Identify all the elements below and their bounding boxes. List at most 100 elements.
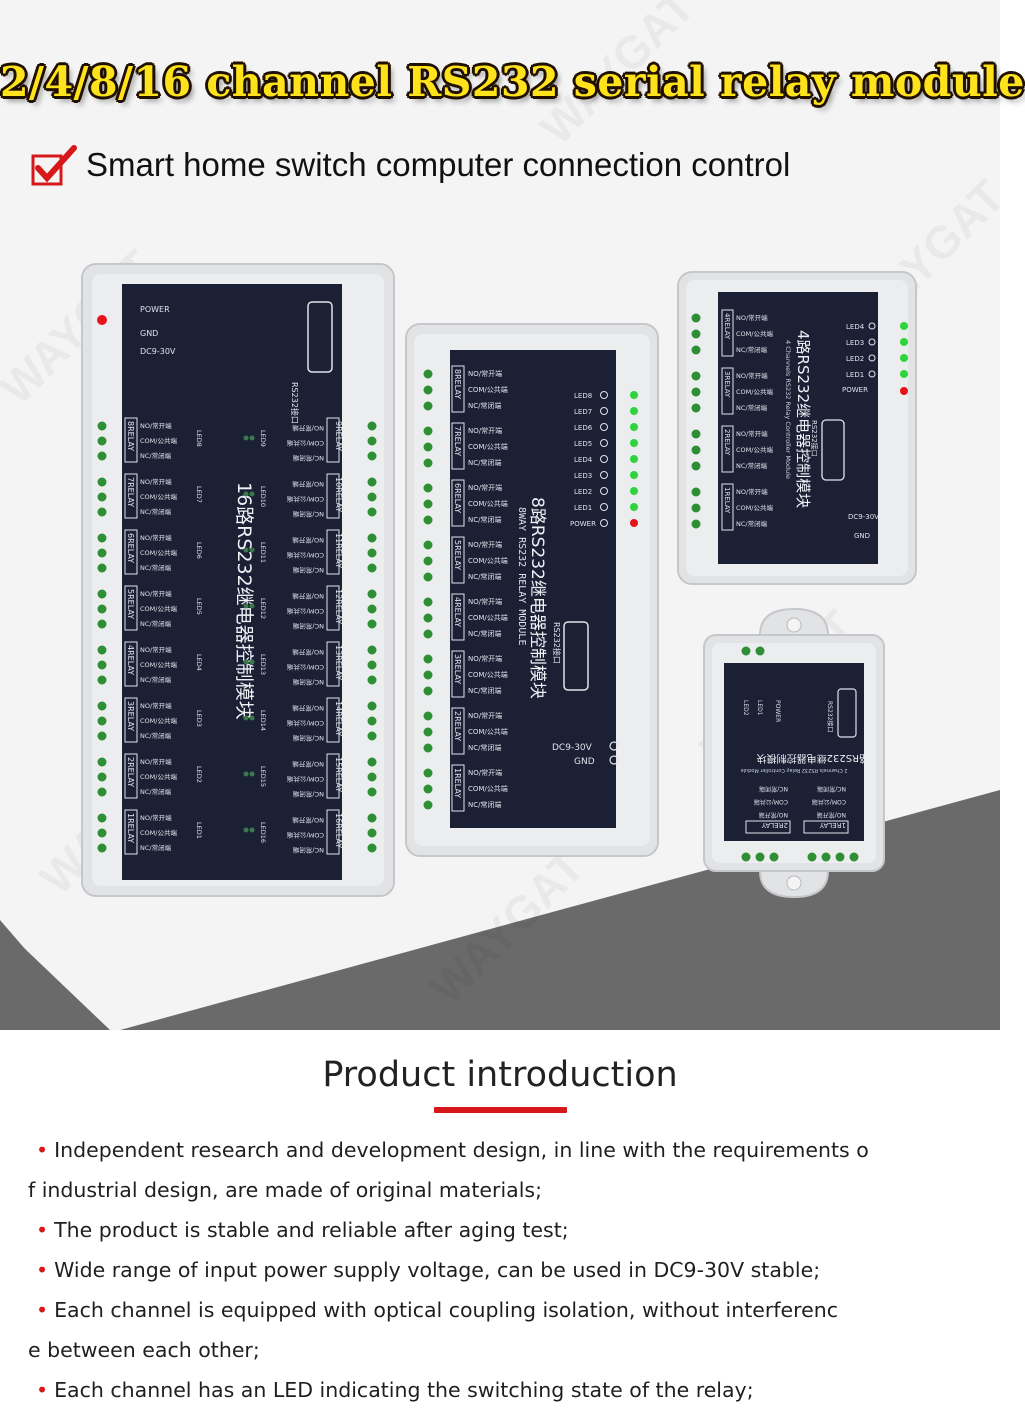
status-led [630, 423, 638, 431]
terminal-label: NC/常闭端 [292, 622, 324, 631]
relay-label: 9RELAY [334, 421, 343, 451]
terminal-label: NC/常闭端 [140, 451, 172, 460]
screw-terminal [97, 492, 107, 502]
led-label: LED2 [574, 488, 592, 496]
relay-label: 2RELAY [126, 757, 135, 787]
relay-box [124, 529, 138, 575]
screw-terminal [423, 442, 433, 452]
bullet-icon: • [36, 1258, 49, 1282]
terminal-label: NO/常开端 [292, 760, 324, 769]
relay-led [243, 547, 249, 553]
led-label: LED1 [846, 371, 864, 379]
screw-terminal [423, 711, 433, 721]
terminal-label: NC/常闭端 [140, 619, 172, 628]
terminal-label: NC/常闭端 [736, 461, 768, 470]
screw-terminal [849, 852, 859, 862]
module-2-channel: 2路RS232继电器控制模块 2 Channels RS232 Relay Co… [703, 607, 885, 899]
screw-terminal [691, 519, 701, 529]
relay-label: 13RELAY [334, 645, 343, 680]
terminal-label: NO/常开端 [759, 811, 788, 819]
led-label: LED9 [259, 430, 267, 447]
relay-led [243, 603, 249, 609]
relay-led [249, 771, 255, 777]
screw-terminal [769, 852, 779, 862]
module-16-name: 16路RS232继电器控制模块 [233, 482, 255, 720]
relay-box [451, 365, 465, 413]
power-label: POWER [570, 520, 596, 528]
relay-led [249, 435, 255, 441]
terminal-label: NO/常开端 [736, 371, 768, 380]
relay-box [326, 417, 340, 463]
led-label: LED4 [574, 456, 593, 464]
module-8-name-en: 8WAY RS232 RELAY MODULE [516, 507, 527, 645]
module-16-dc-label: DC9-30V [140, 347, 176, 356]
terminal-label: NO/常开端 [468, 369, 502, 378]
banner-subtitle: Smart home switch computer connection co… [86, 146, 791, 183]
screw-terminal [423, 686, 433, 696]
screw-terminal [691, 371, 701, 381]
relay-label: 7RELAY [453, 426, 462, 456]
status-led [630, 439, 638, 447]
relay-label: 12RELAY [334, 589, 343, 624]
relay-label: 1RELAY [126, 813, 135, 843]
relay-label: 11RELAY [334, 533, 343, 568]
led-label: LED10 [259, 486, 267, 507]
screw-terminal [423, 483, 433, 493]
relay-led [249, 547, 255, 553]
relay-box [721, 309, 734, 357]
relay-box [326, 809, 340, 855]
relay-label: 1RELAY [453, 768, 462, 798]
screw-terminal [423, 385, 433, 395]
module-2-led2-label: LED2 [742, 700, 749, 716]
intro-list-item: •Wide range of input power supply voltag… [28, 1250, 973, 1290]
terminal-label: COM/公共端 [140, 716, 177, 725]
screw-terminal [423, 572, 433, 582]
relay-label: 6RELAY [453, 483, 462, 513]
relay-label: 14RELAY [334, 701, 343, 736]
screw-terminal [97, 548, 107, 558]
screw-terminal [423, 743, 433, 753]
terminal-label: NO/常开端 [140, 421, 172, 430]
led-label: LED7 [574, 408, 592, 416]
relay-box [124, 753, 138, 799]
intro-item-text: The product is stable and reliable after… [54, 1218, 569, 1242]
module-8-name: 8路RS232继电器控制模块 [527, 497, 547, 699]
terminal-label: NO/常开端 [468, 768, 502, 777]
screw-terminal [691, 461, 701, 471]
screw-terminal [423, 426, 433, 436]
screw-terminal [97, 477, 107, 487]
intro-list-item: •Each channel has an LED indicating the … [28, 1370, 973, 1410]
relay-label: 3RELAY [453, 654, 462, 684]
terminal-label: NC/常闭端 [468, 629, 501, 638]
module-16-gnd-label: GND [140, 329, 158, 338]
terminal-label: NO/常开端 [140, 757, 172, 766]
intro-list-item: •Independent research and development de… [28, 1130, 973, 1170]
relay-box [451, 536, 465, 584]
status-led [630, 471, 638, 479]
screw-terminal [423, 499, 433, 509]
terminal-label: NO/常开端 [292, 816, 324, 825]
screw-terminal [423, 540, 433, 550]
terminal-label: NC/常闭端 [292, 734, 324, 743]
terminal-label: COM/公共端 [287, 719, 324, 728]
terminal-label: NC/常闭端 [140, 787, 172, 796]
screw-terminal [423, 458, 433, 468]
terminal-label: NC/常闭端 [140, 563, 172, 572]
relay-label: 10RELAY [334, 477, 343, 512]
screw-terminal [97, 421, 107, 431]
intro-title: Product introduction [322, 1055, 678, 1095]
screw-terminal [807, 852, 817, 862]
relay-box [451, 707, 465, 755]
screw-terminal [691, 429, 701, 439]
led-label: LED3 [195, 710, 203, 727]
terminal-label: NO/常开端 [140, 477, 172, 486]
relay-label: 2RELAY [761, 821, 788, 829]
module-4-panel [718, 292, 878, 564]
status-led [900, 354, 908, 362]
relay-box [721, 483, 734, 531]
banner-title: 2/4/8/16 channel RS232 serial relay modu… [0, 58, 1025, 106]
power-led [630, 519, 638, 527]
